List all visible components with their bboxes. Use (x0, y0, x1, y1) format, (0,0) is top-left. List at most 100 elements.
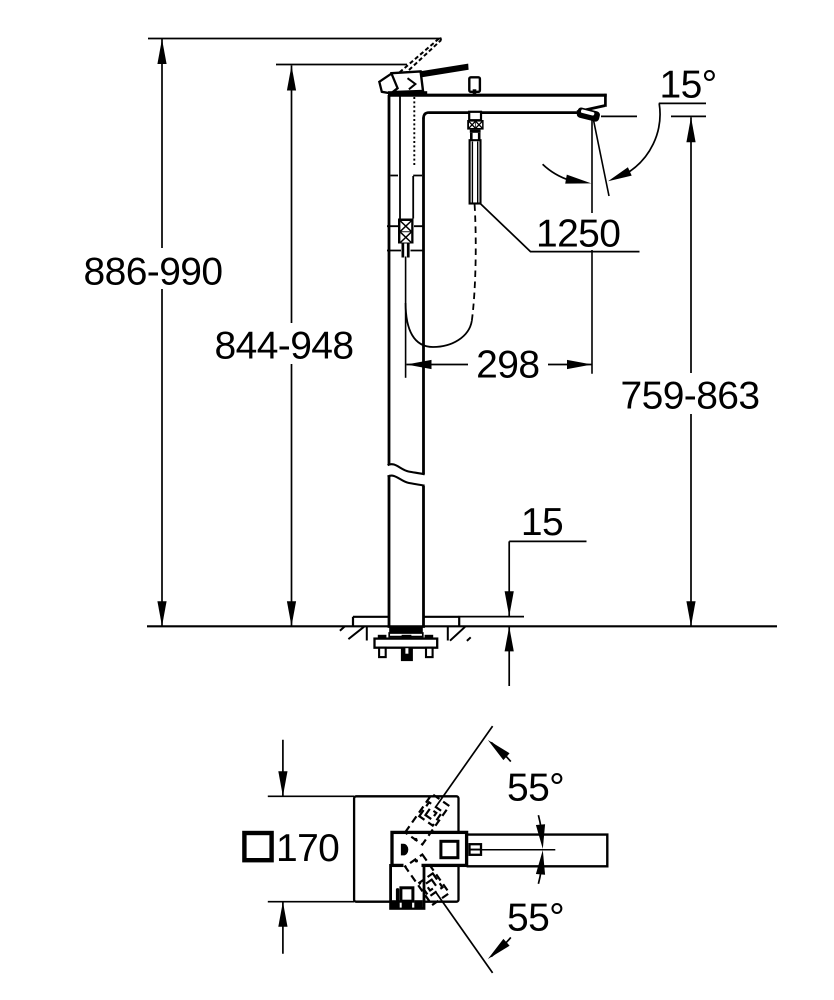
arrowhead-759-bottom (686, 601, 696, 627)
label-plate-height: 15 (521, 501, 563, 544)
label-hose-length: 1250 (536, 212, 620, 255)
handle-up-knob-outline (417, 800, 445, 828)
diverter-knob-stem (472, 89, 477, 94)
handshower-bracket (468, 110, 483, 122)
arrowhead-759-top (686, 117, 696, 143)
halo-55-up (501, 766, 571, 806)
arrowhead-298-right (567, 359, 592, 370)
lever-raised-tip (439, 37, 443, 41)
lever-front-tip (377, 71, 399, 95)
handle-up-knob-inner-outline (423, 806, 438, 821)
halo-886-990 (78, 248, 228, 289)
arrowhead-15deg-right (608, 167, 632, 182)
arrowhead-844-top (286, 65, 297, 91)
hose-coupling-cross-top (399, 220, 412, 232)
handle-down-knob-outline (417, 871, 445, 899)
label-angle-up: 55° (507, 767, 564, 810)
mounting-band (389, 626, 423, 633)
mounting-bolt-right (424, 646, 434, 659)
arrowhead-844-bottom (286, 601, 297, 627)
stream-line-15deg (592, 119, 610, 197)
elevation-view (147, 36, 777, 686)
label-spray-angle: 15° (660, 64, 717, 107)
handshower-collar (469, 129, 481, 133)
arrowhead-170-top (278, 771, 288, 797)
angle-arc-15deg-right (624, 103, 661, 175)
hose-coupling-cross-bottom (399, 231, 412, 244)
hose-nipple-right (406, 243, 410, 258)
arrowhead-170-bottom (278, 901, 288, 927)
halo-1250 (531, 213, 625, 250)
arrowhead-15-top (504, 591, 514, 617)
mounting-flange (373, 637, 439, 649)
handle-position-down-dashed (403, 853, 451, 907)
arrowhead-298-left (406, 359, 432, 370)
handshower-neck-right (477, 132, 481, 141)
halo-759-863 (614, 373, 766, 414)
floor-recess-edges (365, 626, 449, 641)
mounting-bolt-left (378, 646, 387, 659)
lever-base-chevron (406, 77, 418, 91)
hose-loop-solid (404, 302, 473, 348)
handshower-handle-inner-lines (471, 141, 479, 203)
arrowhead-886-bottom (157, 601, 167, 627)
floor-hatching (339, 625, 472, 642)
handle-down-blade-outline (403, 853, 451, 907)
handshower-coupling-cross-left (468, 121, 476, 129)
halo-15 (516, 501, 568, 537)
arrowhead-55down-ray (487, 938, 510, 959)
label-angle-down: 55° (507, 897, 564, 940)
handshower-neck-left (470, 132, 473, 141)
pillar-cap-lines (387, 225, 423, 252)
arrowhead-55up-centerline (535, 824, 546, 849)
holder-clip-plan (395, 888, 400, 901)
mounting-nut-center (401, 634, 412, 640)
aerator-slit (580, 109, 595, 116)
mounting-nut-left (377, 634, 387, 640)
labels: 886-990 844-948 759-863 298 1250 15° 15 … (78, 64, 766, 940)
break-squiggle-upper (387, 463, 425, 476)
lever-raised-dashed (398, 36, 442, 76)
body-holder-opening (403, 862, 422, 869)
arrowhead-55down-centerline (535, 850, 546, 875)
leader-line-1250 (479, 203, 640, 253)
holder-slot-right (412, 899, 415, 908)
label-outlet-height: 759-863 (621, 374, 760, 417)
holder-slot-left (399, 899, 402, 908)
handle-down-knob-inner-outline (423, 878, 438, 893)
arrowhead-55up-ray (487, 740, 510, 761)
pivot-marker (400, 843, 409, 856)
square-symbol-icon (242, 830, 274, 863)
handshower-coupling-cross-right (475, 121, 483, 129)
arrowhead-15-bottom (504, 626, 514, 652)
break-squiggle-lower (387, 474, 425, 487)
mounting-bolt-center (400, 647, 413, 662)
handshower-coupling (467, 120, 484, 130)
mounting-bolt-center-slit (405, 648, 409, 654)
label-handle-height: 844-948 (215, 324, 354, 367)
halo-844-948 (208, 323, 360, 364)
label-total-height: 886-990 (84, 250, 223, 293)
label-plate-size: 170 (276, 827, 339, 870)
spout-aerator (576, 107, 600, 122)
spout-pillar-fillet (422, 111, 430, 119)
handshower-handle (468, 139, 482, 205)
knob-square-plan (439, 839, 460, 860)
halo-55-down (501, 896, 571, 936)
hose-hanging-dashed (470, 204, 477, 322)
holder-ring-plan (399, 886, 415, 903)
handle-position-up-dashed (403, 792, 451, 846)
ray-55-down (435, 892, 494, 974)
arrowhead-886-top (157, 39, 167, 64)
hose-nipple-left (401, 243, 405, 258)
handle-up-blade-outline (403, 792, 451, 846)
plan-view (242, 725, 609, 974)
head-cap-band (388, 91, 428, 96)
label-spout-reach: 298 (476, 344, 539, 387)
arrowhead-15deg-left (565, 174, 592, 184)
halo-298 (468, 346, 548, 382)
ray-55-up (435, 725, 494, 807)
base-plate (351, 615, 461, 627)
